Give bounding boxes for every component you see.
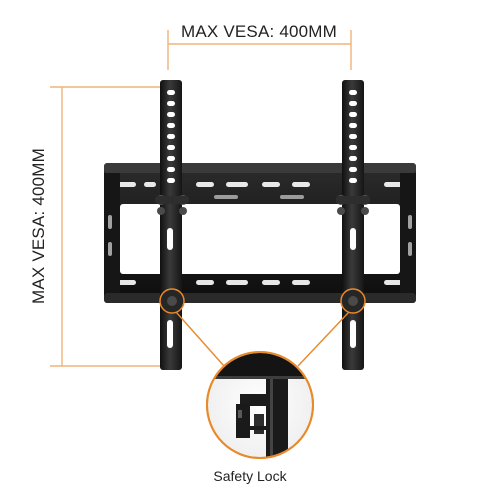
horizontal-dimension-line bbox=[167, 30, 352, 70]
safety-lock-zoom-detail bbox=[206, 351, 314, 459]
safety-lock-callout-lines bbox=[175, 311, 350, 367]
safety-lock-caption: Safety Lock bbox=[213, 468, 287, 484]
vertical-vesa-label: MAX VESA: 400MM bbox=[29, 147, 48, 305]
horizontal-vesa-label: MAX VESA: 400MM bbox=[180, 22, 338, 41]
wall-plate bbox=[104, 163, 416, 303]
vertical-dimension-line bbox=[50, 86, 165, 367]
right-mounting-arm bbox=[336, 80, 370, 370]
left-mounting-arm bbox=[155, 80, 189, 370]
